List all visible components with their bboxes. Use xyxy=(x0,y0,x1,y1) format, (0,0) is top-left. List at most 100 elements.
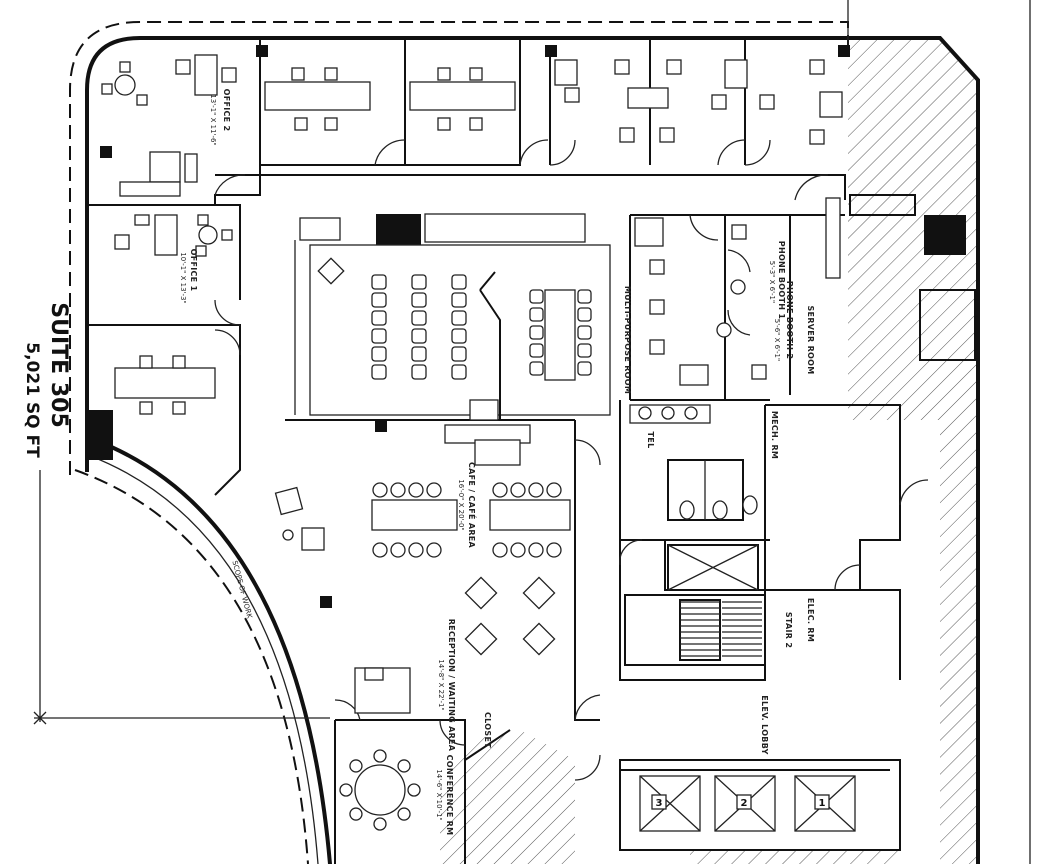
chair xyxy=(371,292,387,308)
office2-furniture xyxy=(101,54,237,197)
right-wall-details xyxy=(849,194,976,361)
stool xyxy=(426,542,442,558)
stool xyxy=(390,542,406,558)
stool xyxy=(426,482,442,498)
chair xyxy=(577,325,592,340)
conference-dims: 14'-6" X 10'-1" xyxy=(435,769,443,820)
stool xyxy=(492,482,508,498)
chair xyxy=(397,807,411,821)
reception-furniture xyxy=(354,576,556,714)
office1-name: OFFICE 1 xyxy=(189,249,198,292)
elevator-2-label: 2 xyxy=(741,798,748,809)
chair xyxy=(529,343,544,358)
suite-area-label: 5,021 SQ FT xyxy=(22,342,42,458)
office2-dims: 13'-1" X 11'-6" xyxy=(209,94,217,145)
chair xyxy=(371,310,387,326)
reception-name: RECEPTION / WAITING AREA xyxy=(447,619,456,752)
chair xyxy=(371,364,387,380)
multipurpose-furniture xyxy=(294,213,611,421)
mech-room-name: MECH. RM xyxy=(770,411,779,459)
chair xyxy=(529,325,544,340)
building-core xyxy=(624,544,766,666)
reception-dims: 14'-8" X 22'-1" xyxy=(437,659,445,710)
cafe-name: CAFE / CAFÉ AREA xyxy=(467,462,478,549)
server-room-name: SERVER ROOM xyxy=(806,305,815,374)
office1-dims: 10'-1" X 13'-3" xyxy=(179,252,187,303)
chair xyxy=(411,346,427,362)
chair xyxy=(411,274,427,290)
stool xyxy=(546,482,562,498)
stool xyxy=(528,542,544,558)
phone-booth-2-name: PHONE BOOTH 2 xyxy=(785,281,794,359)
stool xyxy=(510,482,526,498)
stool xyxy=(408,482,424,498)
elevator-3-label: 3 xyxy=(656,798,663,809)
chair xyxy=(339,783,353,797)
elevator-lobby-name: ELEV. LOBBY xyxy=(760,695,769,754)
chair xyxy=(371,328,387,344)
stool xyxy=(510,542,526,558)
chair xyxy=(451,346,467,362)
conference-chairs xyxy=(339,749,421,831)
office1-furniture xyxy=(114,214,233,415)
closet-name: CLOSET xyxy=(483,712,492,748)
elevator-1-label: 1 xyxy=(819,798,826,809)
restroom-fixtures xyxy=(629,404,758,521)
stool xyxy=(546,542,562,558)
chair xyxy=(411,292,427,308)
chair xyxy=(529,289,544,304)
cafe-stools xyxy=(372,482,562,558)
chair xyxy=(451,292,467,308)
chair xyxy=(451,364,467,380)
chair xyxy=(529,361,544,376)
building-outline xyxy=(33,0,1031,864)
chair xyxy=(411,310,427,326)
conference-furniture xyxy=(354,764,406,816)
phone-booth-1-name: PHONE BOOTH 1 xyxy=(777,241,786,320)
chair xyxy=(577,307,592,322)
chair xyxy=(371,346,387,362)
stair-treads xyxy=(680,601,762,657)
phone-booth-furniture xyxy=(634,197,841,386)
office2-name: OFFICE 2 xyxy=(222,89,231,132)
cafe-dims: 16'-0" X 20'-0" xyxy=(457,479,465,530)
multipurpose-name: MULTI-PURPOSE ROOM xyxy=(623,286,632,394)
stool xyxy=(408,542,424,558)
suite-name-label: SUITE 305 xyxy=(46,302,71,428)
chair xyxy=(451,328,467,344)
stool xyxy=(372,542,388,558)
chair xyxy=(407,783,421,797)
stool xyxy=(390,482,406,498)
elevator-bank: 3 2 1 xyxy=(639,775,856,832)
cafe-furniture xyxy=(274,424,571,551)
workstations-top xyxy=(264,59,843,145)
stair2-name: STAIR 2 xyxy=(784,612,793,648)
tel-room-name: TEL xyxy=(646,432,655,449)
conference-name: CONFERENCE RM xyxy=(445,755,454,836)
chair xyxy=(371,274,387,290)
chair xyxy=(411,364,427,380)
phone-booth-1-dims: 5'-3" X 6'-1" xyxy=(768,261,776,303)
chair xyxy=(577,361,592,376)
columns xyxy=(85,45,966,608)
chair xyxy=(349,807,363,821)
chair xyxy=(529,307,544,322)
chair xyxy=(349,759,363,773)
phone-booth-2-dims: 5'-6" X 6'-1" xyxy=(773,319,781,361)
chair xyxy=(451,310,467,326)
chair xyxy=(397,759,411,773)
door-swings xyxy=(214,139,929,781)
stool xyxy=(372,482,388,498)
elec-room-name: ELEC. RM xyxy=(806,598,815,642)
chair xyxy=(373,749,387,763)
chair xyxy=(577,289,592,304)
stool xyxy=(492,542,508,558)
chair xyxy=(451,274,467,290)
chair xyxy=(411,328,427,344)
chair xyxy=(373,817,387,831)
interior-walls xyxy=(87,38,901,864)
multipurpose-chairs xyxy=(371,274,592,380)
chair xyxy=(577,343,592,358)
stool xyxy=(528,482,544,498)
